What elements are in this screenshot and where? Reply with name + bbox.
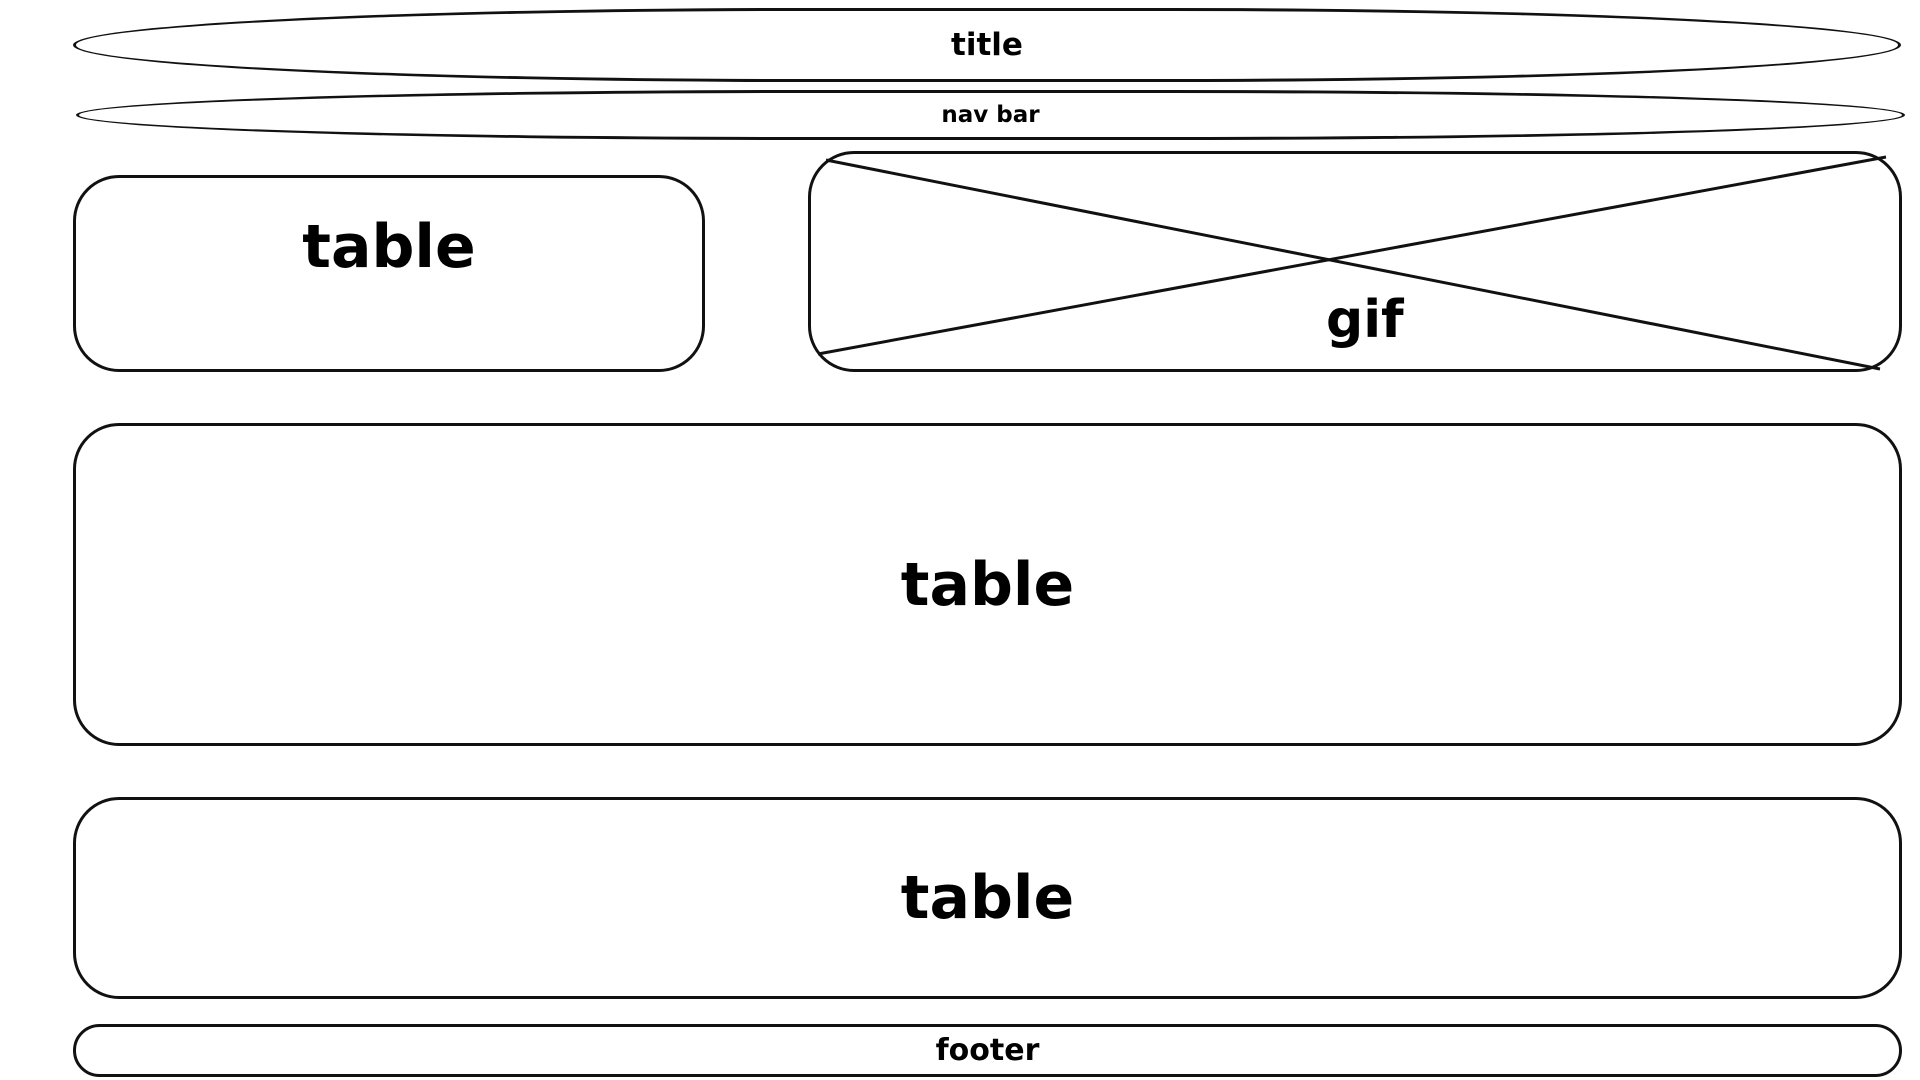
- table-placeholder-top-left: table: [73, 175, 705, 372]
- title-placeholder: title: [73, 8, 1901, 82]
- cross-line-up: [817, 155, 1887, 356]
- table-label-top-left: table: [302, 212, 476, 282]
- table-label-bottom: table: [900, 863, 1075, 933]
- image-placeholder-cross-icon: [817, 155, 1887, 371]
- footer-label: footer: [935, 1033, 1040, 1068]
- nav-bar-label: nav bar: [941, 102, 1040, 128]
- cross-line-down: [825, 158, 1881, 371]
- table-placeholder-bottom: table: [73, 797, 1902, 999]
- table-label-middle: table: [900, 549, 1075, 620]
- footer-placeholder: footer: [73, 1024, 1902, 1077]
- gif-label: gif: [1326, 290, 1404, 350]
- title-label: title: [951, 27, 1023, 63]
- table-placeholder-middle: table: [73, 423, 1902, 746]
- gif-placeholder: gif: [808, 151, 1902, 372]
- nav-bar-placeholder: nav bar: [76, 90, 1905, 140]
